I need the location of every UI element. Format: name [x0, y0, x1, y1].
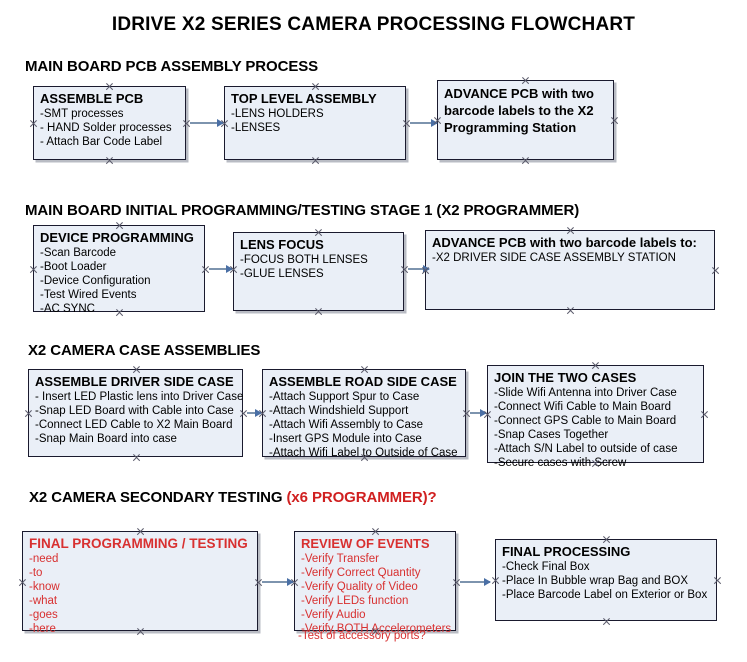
- box-title: JOIN THE TWO CASES: [494, 370, 637, 385]
- box-assemble-driver-side-case[interactable]: ASSEMBLE DRIVER SIDE CASE - Insert LED P…: [28, 369, 243, 457]
- box-line: -Check Final Box: [502, 561, 590, 573]
- section-header-initial-programming: MAIN BOARD INITIAL PROGRAMMING/TESTING S…: [25, 202, 580, 219]
- box-advance-pcb-driver-side-station[interactable]: ADVANCE PCB with two barcode labels to: …: [425, 230, 715, 310]
- box-line: -Connect LED Cable to X2 Main Board: [35, 419, 233, 431]
- box-line: -Verify BOTH Accelerometers: [301, 623, 452, 635]
- connector-review-to-final-processing: [460, 581, 490, 583]
- box-line: -Device Configuration: [40, 275, 151, 287]
- box-assemble-pcb[interactable]: ASSEMBLE PCB -SMT processes - HAND Solde…: [33, 86, 186, 160]
- box-final-programming-testing[interactable]: FINAL PROGRAMMING / TESTING -need -to -k…: [22, 531, 258, 635]
- box-line: -Insert GPS Module into Case: [269, 433, 422, 445]
- box-final-processing[interactable]: FINAL PROCESSING -Check Final Box -Place…: [495, 539, 717, 621]
- box-top-level-assembly[interactable]: TOP LEVEL ASSEMBLY -LENS HOLDERS -LENSES: [224, 86, 406, 160]
- box-line: -know: [29, 581, 60, 593]
- connector-pcb-to-top-level: [190, 122, 223, 124]
- box-advance-pcb-programming-station[interactable]: ADVANCE PCB with two barcode labels to t…: [437, 80, 614, 160]
- box-line: -LENSES: [231, 122, 281, 134]
- section-header-pcb-assembly: MAIN BOARD PCB ASSEMBLY PROCESS: [25, 58, 319, 75]
- box-title: ADVANCE PCB with two barcode labels to t…: [444, 86, 594, 135]
- box-overflow-line: -Test of accessory ports?: [298, 630, 426, 642]
- box-line: -Verify LEDs function: [301, 595, 409, 607]
- box-line: -Verify Audio: [301, 609, 366, 621]
- box-title: ASSEMBLE PCB: [40, 91, 144, 106]
- connector-final-prog-to-review: [262, 581, 293, 583]
- connector-lens-focus-to-advance: [408, 268, 429, 270]
- box-line: -X2 DRIVER SIDE CASE ASSEMBLY STATION: [432, 252, 676, 264]
- box-line: -Attach Wifi Label to Outside of Case: [269, 447, 458, 459]
- box-line: -Snap LED Board with Cable into Case: [35, 405, 234, 417]
- box-title: LENS FOCUS: [240, 237, 324, 252]
- section-header-case-assemblies: X2 CAMERA CASE ASSEMBLIES: [28, 342, 261, 359]
- box-line: -Place In Bubble wrap Bag and BOX: [502, 575, 689, 587]
- box-line: -Attach Support Spur to Case: [269, 391, 420, 403]
- box-line: -Verify Quality of Video: [301, 581, 418, 593]
- connector-driver-case-to-road-case: [247, 412, 261, 414]
- box-line: -need: [29, 553, 59, 565]
- box-line: -what: [29, 595, 58, 607]
- section-header-accent: (x6 PROGRAMMER)?: [286, 489, 437, 506]
- section-header-secondary-testing: X2 CAMERA SECONDARY TESTING (x6 PROGRAMM…: [29, 489, 437, 506]
- box-line: -Boot Loader: [40, 261, 107, 273]
- box-line: -Snap Cases Together: [494, 429, 609, 441]
- box-line: -Attach Wifi Assembly to Case: [269, 419, 424, 431]
- box-title: ADVANCE PCB with two barcode labels to:: [432, 235, 697, 250]
- section-header-text: X2 CAMERA SECONDARY TESTING: [29, 489, 287, 506]
- box-title: FINAL PROCESSING: [502, 544, 631, 559]
- box-line: -SMT processes: [40, 108, 124, 120]
- box-line: -Place Barcode Label on Exterior or Box: [502, 589, 708, 601]
- box-title: DEVICE PROGRAMMING: [40, 230, 194, 245]
- box-line: -FOCUS BOTH LENSES: [240, 254, 368, 266]
- box-line: -Connect GPS Cable to Main Board: [494, 415, 677, 427]
- connector-road-case-to-join-cases: [470, 412, 486, 414]
- box-title: ASSEMBLE DRIVER SIDE CASE: [35, 374, 234, 389]
- box-title: TOP LEVEL ASSEMBLY: [231, 91, 377, 106]
- box-title: FINAL PROGRAMMING / TESTING: [29, 536, 248, 551]
- box-line: - Attach Bar Code Label: [40, 136, 163, 148]
- box-line: -LENS HOLDERS: [231, 108, 324, 120]
- box-line: -Attach Windshield Support: [269, 405, 409, 417]
- box-line: - HAND Solder processes: [40, 122, 172, 134]
- box-line: -Test Wired Events: [40, 289, 137, 301]
- box-line: -Slide Wifi Antenna into Driver Case: [494, 387, 677, 399]
- box-line: -Secure cases with Screw: [494, 457, 627, 469]
- box-line: -Snap Main Board into case: [35, 433, 177, 445]
- box-line: -Attach S/N Label to outside of case: [494, 443, 678, 455]
- box-line: -GLUE LENSES: [240, 268, 324, 280]
- box-join-the-two-cases[interactable]: JOIN THE TWO CASES -Slide Wifi Antenna i…: [487, 365, 704, 469]
- connector-top-level-to-advance: [410, 122, 437, 124]
- box-line: -AC SYNC: [40, 303, 95, 315]
- box-title: ASSEMBLE ROAD SIDE CASE: [269, 374, 457, 389]
- box-line: -to: [29, 567, 43, 579]
- box-line: -Verify Transfer: [301, 553, 379, 565]
- box-line: -Verify Correct Quantity: [301, 567, 421, 579]
- box-line: -goes: [29, 609, 58, 621]
- box-assemble-road-side-case[interactable]: ASSEMBLE ROAD SIDE CASE -Attach Support …: [262, 369, 466, 459]
- page-title: IDRIVE X2 SERIES CAMERA PROCESSING FLOWC…: [111, 14, 636, 35]
- box-line: -here: [29, 623, 56, 635]
- box-line: - Insert LED Plastic lens into Driver Ca…: [35, 391, 244, 403]
- box-device-programming[interactable]: DEVICE PROGRAMMING -Scan Barcode -Boot L…: [33, 225, 205, 315]
- box-lens-focus[interactable]: LENS FOCUS -FOCUS BOTH LENSES -GLUE LENS…: [233, 232, 404, 311]
- box-line: -Scan Barcode: [40, 247, 117, 259]
- box-title: REVIEW OF EVENTS: [301, 536, 430, 551]
- connector-device-prog-to-lens-focus: [209, 268, 232, 270]
- box-review-of-events[interactable]: REVIEW OF EVENTS -Verify Transfer -Verif…: [294, 531, 456, 635]
- box-line: -Connect Wifi Cable to Main Board: [494, 401, 672, 413]
